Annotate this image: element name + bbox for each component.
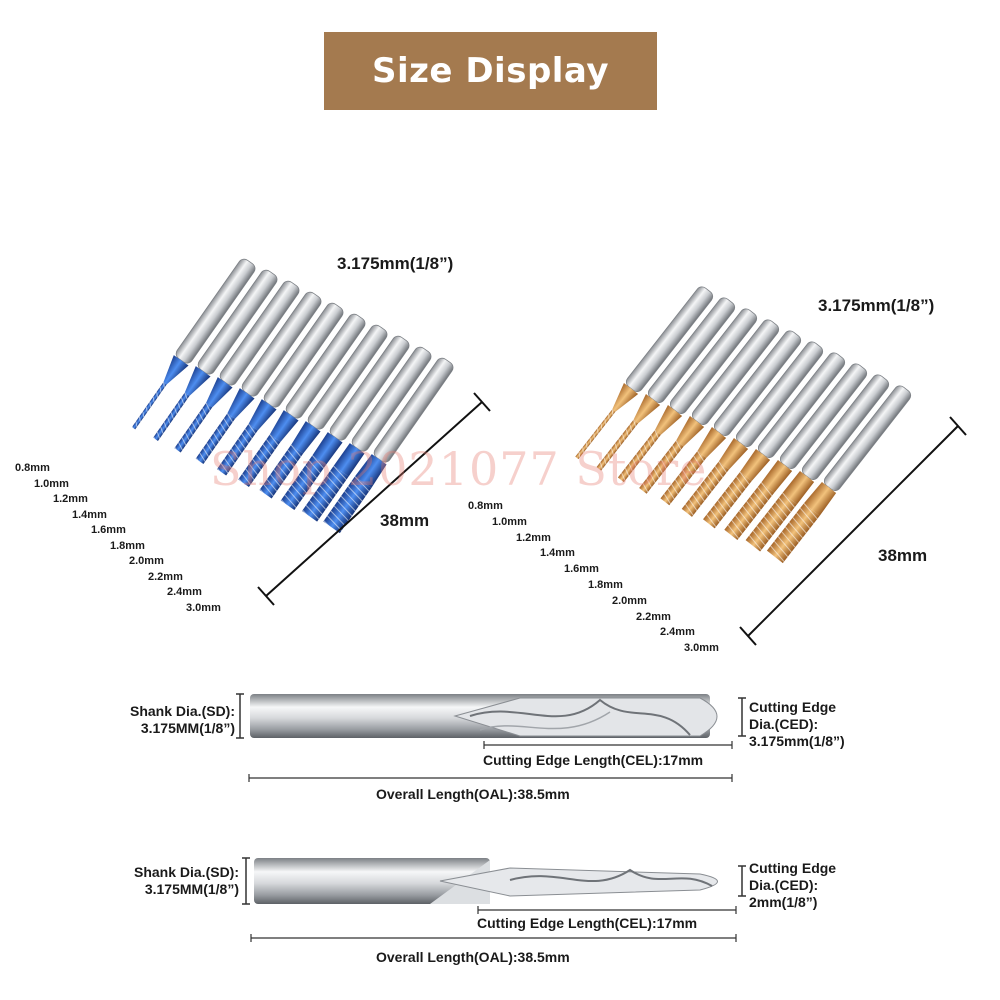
size-label: 2.0mm [612,594,647,607]
blue-length-label: 38mm [380,511,430,530]
size-label: 1.6mm [564,563,599,576]
d1-oal-label: Overall Length(OAL):38.5mm [376,786,570,802]
cutter-bit [238,313,366,490]
bit-diagram-1 [236,693,746,782]
d2-sd-line1: Shank Dia.(SD): [133,864,239,880]
d2-shank-dia-label: Shank Dia.(SD): 3.175MM(1/8”) [114,864,239,898]
d1-cutting-edge-dia-label: Cutting Edge Dia.(CED): 3.175mm(1/8”) [749,699,845,750]
d1-cel-label: Cutting Edge Length(CEL):17mm [483,752,704,768]
gold-shank-label: 3.175mm(1/8”) [818,296,935,315]
cutter-bit [660,330,802,506]
d2-ced-line1: Cutting Edge [749,860,837,876]
d2-ced-line3: 2mm(1/8”) [749,894,818,910]
d2-cel-label: Cutting Edge Length(CEL):17mm [477,915,698,931]
d2-ced-line2: Dia.(CED): [749,877,819,893]
d2-sd-line2: 3.175MM(1/8”) [144,881,239,897]
cutter-bit [596,297,736,471]
d1-ced-line3: 3.175mm(1/8”) [749,733,845,749]
shop-watermark: Shop 2021077 Store [210,442,708,496]
cutter-bit [681,341,824,517]
cutter-bit [724,363,868,540]
size-label: 2.4mm [167,586,202,598]
cutter-bit [131,258,256,432]
blue-bit-set [131,258,454,536]
blue-shank-label: 3.175mm(1/8”) [337,254,454,273]
cutter-bit [216,302,344,479]
size-label: 1.8mm [110,539,145,552]
blue-length-dimension-line [257,392,491,606]
d1-sd-line1: Shank Dia.(SD): [129,703,235,719]
size-label: 1.0mm [34,477,69,490]
d1-ced-line2: Dia.(CED): [749,716,819,732]
banner-title: Size Display [372,51,609,91]
size-label: 2.4mm [660,626,695,639]
d2-oal-label: Overall Length(OAL):38.5mm [376,949,570,965]
size-label: 2.2mm [148,570,183,583]
size-label: 2.0mm [129,555,164,567]
size-label: 1.2mm [53,493,88,505]
cutter-bit [323,357,454,536]
cutter-bit [617,308,758,483]
bit-diagram-2 [242,857,746,942]
cutter-bit [195,291,322,467]
cutter-bit [575,286,714,460]
size-label: 0.8mm [468,500,503,512]
d1-ced-line1: Cutting Edge [749,699,837,715]
d2-cutting-edge-dia-label: Cutting Edge Dia.(CED): 2mm(1/8”) [749,860,836,911]
gold-length-dimension-line [739,416,967,646]
cutter-bit [766,385,912,564]
size-label: 2.2mm [636,610,671,623]
size-label: 1.4mm [72,508,107,521]
gold-length-label: 38mm [878,546,928,565]
cutter-bit [174,280,300,456]
cutter-bit [153,269,278,444]
size-label: 0.8mm [15,462,50,474]
size-label: 1.0mm [492,515,527,528]
size-label: 1.8mm [588,579,623,591]
size-label: 1.2mm [516,531,551,544]
cutter-bit [703,352,846,529]
d1-sd-line2: 3.175MM(1/8”) [140,720,235,736]
size-label: 1.6mm [91,524,126,536]
cutter-bit [639,319,780,494]
size-display-banner: Size Display [324,32,657,110]
cutter-bit [280,335,410,513]
gold-bit-set [575,286,912,564]
cutter-bit [745,374,890,552]
size-label: 3.0mm [684,642,719,655]
d1-shank-dia-label: Shank Dia.(SD): 3.175MM(1/8”) [110,703,235,737]
size-label: 1.4mm [540,547,575,560]
cutter-bit [302,346,432,525]
size-label: 3.0mm [186,601,221,614]
cutter-bit [259,324,388,502]
